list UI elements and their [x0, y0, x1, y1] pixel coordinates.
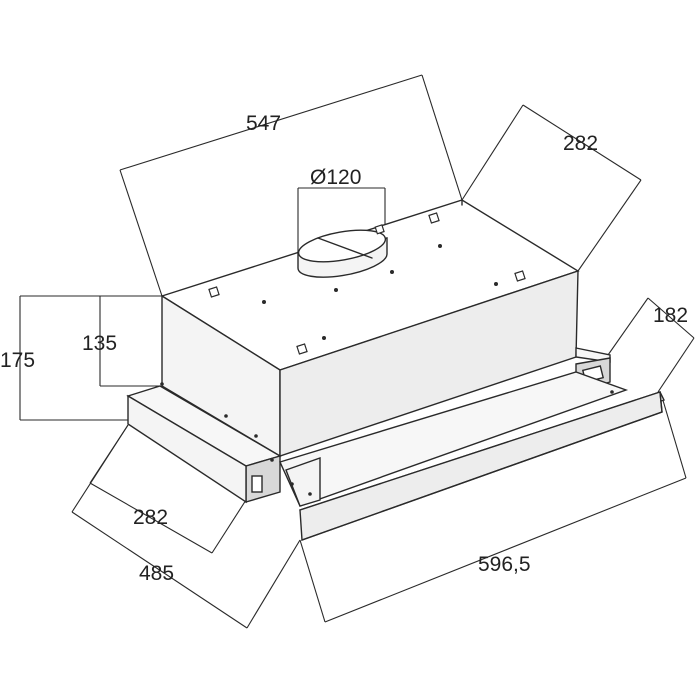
dim-label-282-top: 282: [563, 132, 598, 155]
dimension-lines: [19, 74, 695, 629]
dim-485-line: [71, 511, 248, 629]
dim-label-485: 485: [139, 562, 174, 585]
front-visor: [299, 391, 665, 541]
dim-596-extension-right: [661, 396, 687, 479]
dim-596-extension-left: [299, 539, 326, 623]
dim-282-top-line: [522, 104, 642, 181]
dim-label-175: 175: [0, 349, 35, 372]
screw-hole-5: [494, 282, 498, 286]
dim-label-120: Ø120: [310, 166, 361, 189]
hood-body: [160, 199, 580, 458]
dim-282-bottom-line: [89, 482, 213, 554]
screw-hole-2: [334, 288, 338, 292]
dim-485-extension-right: [246, 539, 301, 629]
dim-282-top-extension-right: [577, 179, 642, 272]
screw-hole-1: [262, 300, 266, 304]
dim-182-extension-top: [607, 297, 649, 356]
duct-collar-seam: [317, 237, 373, 259]
left-rail-slot: [251, 475, 263, 493]
mount-square-4: [296, 343, 308, 355]
side-hole-1: [160, 382, 164, 386]
dim-282-bottom-extension-right: [211, 499, 247, 554]
mount-square-3: [514, 270, 526, 282]
dim-282-top-extension-left: [461, 104, 524, 201]
dim-label-135: 135: [82, 332, 117, 355]
dim-485-extension-left: [71, 424, 129, 513]
tray-hole-1: [290, 482, 294, 486]
side-hole-4: [270, 458, 274, 462]
dim-label-282-bottom: 282: [133, 506, 168, 529]
duct-collar: [297, 229, 388, 278]
dim-547-extension-left: [119, 169, 163, 297]
tray-hole-3: [610, 390, 614, 394]
slide-frame: [126, 347, 629, 507]
screw-hole-3: [438, 244, 442, 248]
dim-label-596: 596,5: [478, 553, 531, 576]
side-hole-2: [224, 414, 228, 418]
mount-square-1: [208, 286, 220, 298]
screw-hole-4: [390, 270, 394, 274]
dim-182-line: [647, 297, 695, 339]
mount-square-5: [374, 224, 385, 235]
dim-547-extension-right: [421, 74, 463, 201]
tray-hole-2: [308, 492, 312, 496]
visor-edge: [301, 391, 663, 541]
screw-hole-6: [322, 336, 326, 340]
side-hole-3: [254, 434, 258, 438]
dim-label-182: 182: [653, 304, 688, 327]
left-rail-side: [127, 394, 247, 504]
dim-label-547: 547: [246, 112, 281, 135]
dimension-labels: 547 282 Ø120 182 175 135 282 485 596,5: [0, 112, 688, 585]
dim-547-line: [119, 74, 423, 171]
dim-596-line: [324, 477, 687, 623]
slide-tray: [279, 371, 629, 507]
dim-182-extension-bottom: [657, 337, 695, 393]
mount-square-2: [428, 212, 440, 224]
